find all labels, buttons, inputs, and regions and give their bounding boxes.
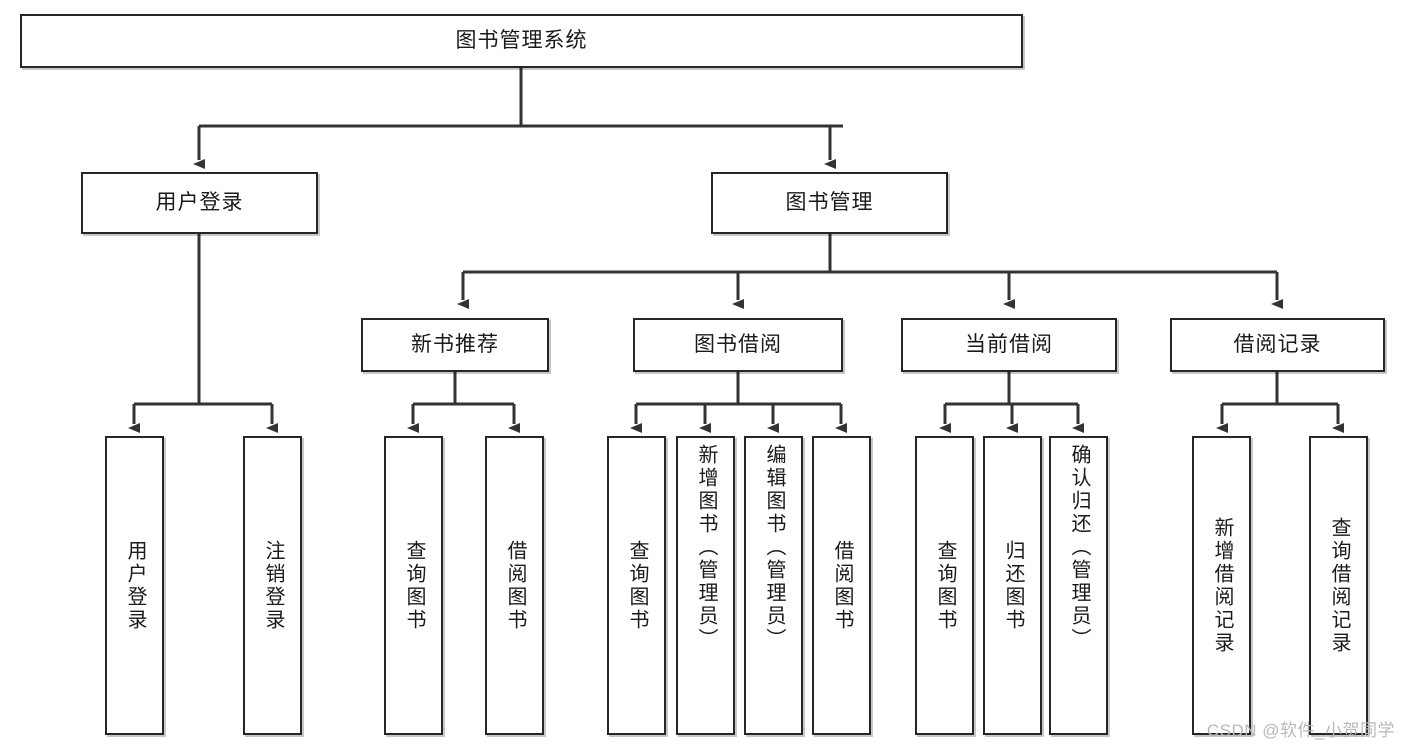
node-leaf-borrow-book-2[interactable]: 借阅图书 xyxy=(812,436,871,735)
node-book-manage-label: 图书管理 xyxy=(785,190,874,214)
node-leaf-borrow-book-1-label: 借阅图书 xyxy=(504,539,526,632)
node-leaf-add-book-label: 新增图书（管理员） xyxy=(695,444,717,651)
node-leaf-user-login[interactable]: 用户登录 xyxy=(105,436,164,735)
node-book-borrow[interactable]: 图书借阅 xyxy=(633,318,843,372)
csdn-watermark: CSDN @软件_小贺同学 xyxy=(1206,721,1395,740)
node-leaf-borrow-book-1[interactable]: 借阅图书 xyxy=(485,436,544,735)
node-leaf-return-book-label: 归还图书 xyxy=(1002,539,1024,632)
node-borrow-record-label: 借阅记录 xyxy=(1233,332,1322,356)
node-leaf-query-book-2[interactable]: 查询图书 xyxy=(607,436,666,735)
node-root[interactable]: 图书管理系统 xyxy=(20,14,1023,68)
node-leaf-edit-book-label: 编辑图书（管理员） xyxy=(763,444,785,651)
node-leaf-add-record[interactable]: 新增借阅记录 xyxy=(1192,436,1251,735)
node-leaf-query-book-3[interactable]: 查询图书 xyxy=(915,436,974,735)
node-leaf-confirm-return[interactable]: 确认归还（管理员） xyxy=(1049,436,1108,735)
node-leaf-edit-book[interactable]: 编辑图书（管理员） xyxy=(744,436,803,735)
node-book-borrow-label: 图书借阅 xyxy=(694,332,782,356)
node-root-label: 图书管理系统 xyxy=(455,28,588,52)
node-leaf-return-book[interactable]: 归还图书 xyxy=(983,436,1042,735)
node-current-borrow[interactable]: 当前借阅 xyxy=(901,318,1117,372)
node-borrow-record[interactable]: 借阅记录 xyxy=(1170,318,1385,372)
node-leaf-query-record[interactable]: 查询借阅记录 xyxy=(1309,436,1368,735)
node-user-login-label: 用户登录 xyxy=(155,190,244,214)
node-leaf-add-book[interactable]: 新增图书（管理员） xyxy=(676,436,735,735)
node-leaf-user-login-label: 用户登录 xyxy=(124,539,146,632)
node-new-book-recommend[interactable]: 新书推荐 xyxy=(361,318,549,372)
node-leaf-query-book-3-label: 查询图书 xyxy=(934,539,956,632)
node-book-manage[interactable]: 图书管理 xyxy=(711,172,948,234)
node-leaf-query-book-1-label: 查询图书 xyxy=(403,539,425,632)
node-leaf-confirm-return-label: 确认归还（管理员） xyxy=(1068,444,1090,651)
node-current-borrow-label: 当前借阅 xyxy=(965,332,1053,356)
node-leaf-query-record-label: 查询借阅记录 xyxy=(1328,516,1350,655)
node-leaf-borrow-book-2-label: 借阅图书 xyxy=(831,539,853,632)
node-user-login[interactable]: 用户登录 xyxy=(81,172,318,234)
node-leaf-query-book-2-label: 查询图书 xyxy=(626,539,648,632)
node-new-book-recommend-label: 新书推荐 xyxy=(411,332,499,356)
node-leaf-add-record-label: 新增借阅记录 xyxy=(1211,516,1233,655)
node-leaf-user-logout[interactable]: 注销登录 xyxy=(243,436,302,735)
node-leaf-query-book-1[interactable]: 查询图书 xyxy=(384,436,443,735)
node-leaf-user-logout-label: 注销登录 xyxy=(262,539,284,632)
